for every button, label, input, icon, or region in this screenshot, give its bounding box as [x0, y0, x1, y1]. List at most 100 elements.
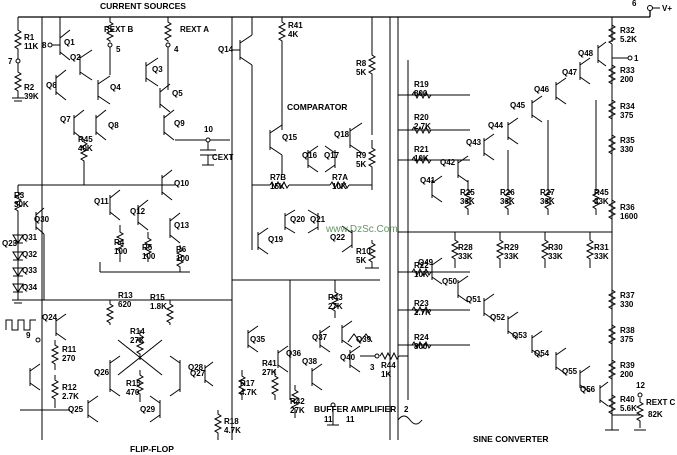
- resistor-value-r37: 330: [620, 300, 634, 309]
- transistor-label-q27: Q27: [190, 369, 206, 378]
- transistor-label-q39: Q39: [356, 335, 372, 344]
- pin-11b: 11: [346, 415, 355, 424]
- transistor-label-q51: Q51: [466, 295, 482, 304]
- resistor-value-r40: 5.6K: [620, 404, 637, 413]
- resistor-value-r21: 10K: [414, 154, 429, 163]
- resistor-value-r32: 5.2K: [620, 35, 637, 44]
- pin-9: 9: [26, 331, 31, 340]
- resistor-value-r35: 330: [620, 145, 634, 154]
- transistor-label-q56: Q56: [580, 385, 596, 394]
- resistor-value-r43: 27K: [328, 302, 343, 311]
- transistor-label-q10: Q10: [174, 179, 190, 188]
- section-flip-flop: FLIP-FLOP: [130, 444, 174, 454]
- resistor-name-r30: R30: [548, 243, 563, 252]
- transistor-label-q38: Q38: [302, 357, 318, 366]
- resistor-name-r38: R38: [620, 326, 635, 335]
- resistor-name-r13: R13: [118, 291, 133, 300]
- transistor-label-q15: Q15: [282, 133, 298, 142]
- transistor-label-q19: Q19: [268, 235, 284, 244]
- comparator-block: [231, 17, 380, 440]
- transistor-label-q46: Q46: [534, 85, 550, 94]
- resistor-value-r5: 100: [142, 252, 156, 261]
- resistor-value-r6: 100: [176, 254, 190, 263]
- transistor-label-q48: Q48: [578, 49, 594, 58]
- resistor-value-r31: 33K: [594, 252, 609, 261]
- transistor-label-q41: Q41: [420, 176, 436, 185]
- transistor-label-q13: Q13: [174, 221, 190, 230]
- label-vplus: V+: [662, 4, 672, 13]
- current-sources-block: [12, 17, 230, 440]
- resistor-name-r21: R21: [414, 145, 429, 154]
- label-rext-a: REXT A: [180, 25, 209, 34]
- resistor-name-r27: R27: [540, 188, 555, 197]
- resistor-name-r42: R42: [290, 397, 305, 406]
- resistor-value-r23: 2.7K: [414, 308, 431, 317]
- resistor-value-r8: 5K: [356, 68, 366, 77]
- resistor-value-r7b: 15K: [270, 182, 285, 191]
- pin-6: 6: [632, 0, 637, 8]
- resistor-value-r33: 200: [620, 75, 634, 84]
- resistor-value-r42: 27K: [290, 406, 305, 415]
- resistor-value-r24: 800: [414, 342, 428, 351]
- resistor-value-r2: 39K: [24, 92, 39, 101]
- resistor-value-r11: 270: [62, 354, 76, 363]
- transistor-label-q30: Q30: [34, 215, 50, 224]
- resistor-name-r33: R33: [620, 66, 635, 75]
- resistor-value-r38: 375: [620, 335, 634, 344]
- resistor-name-r20: R20: [414, 113, 429, 122]
- resistor-name-r22: R22: [414, 261, 429, 270]
- resistor-name-r45: R45: [78, 135, 93, 144]
- resistor-value-r41b: 27K: [262, 368, 277, 377]
- resistor-value-r12: 2.7K: [62, 392, 79, 401]
- section-buffer-amplifier: BUFFER AMPLIFIER: [314, 404, 396, 414]
- transistor-label-q24: Q24: [42, 313, 58, 322]
- transistor-label-q4: Q4: [110, 83, 121, 92]
- pin-8: 8: [42, 41, 47, 50]
- resistor-name-r4: R4: [114, 238, 125, 247]
- resistor-name-r36: R36: [620, 203, 635, 212]
- transistor-label-q17: Q17: [324, 151, 340, 160]
- resistor-value-r27: 33K: [540, 197, 555, 206]
- resistor-value-r39: 200: [620, 370, 634, 379]
- resistor-name-r29: R29: [504, 243, 519, 252]
- power-rail: [18, 5, 660, 18]
- resistor-value-r10: 5K: [356, 256, 366, 265]
- resistor-name-r12: R12: [62, 383, 77, 392]
- transistor-label-q23: Q23: [2, 239, 18, 248]
- transistor-label-q22: Q22: [330, 233, 346, 242]
- resistor-value-r44: 1K: [381, 370, 391, 379]
- resistor-name-r45b: R45: [594, 188, 609, 197]
- resistor-value-r20: 2.7K: [414, 122, 431, 131]
- resistor-value-r4: 100: [114, 247, 128, 256]
- transistor-label-q26: Q26: [94, 368, 110, 377]
- resistor-value-r45: 40K: [78, 144, 93, 153]
- pin-1: 1: [634, 54, 639, 63]
- sine-converter-block: [389, 17, 646, 440]
- resistor-name-r25: R25: [460, 188, 475, 197]
- resistor-name-r35: R35: [620, 136, 635, 145]
- label-rext-c-value: 82K: [648, 410, 663, 419]
- transistor-label-q50: Q50: [442, 277, 458, 286]
- transistor-label-q55: Q55: [562, 367, 578, 376]
- transistor-label-q16: Q16: [302, 151, 318, 160]
- resistor-name-r41: R41: [288, 21, 303, 30]
- resistor-name-r7b: R7B: [270, 173, 286, 182]
- transistor-label-q2: Q2: [70, 53, 81, 62]
- transistor-label-q32: Q32: [22, 250, 38, 259]
- transistor-label-q18: Q18: [334, 130, 350, 139]
- resistor-name-r6: R6: [176, 245, 187, 254]
- resistor-value-r14: 27K: [130, 336, 145, 345]
- resistor-value-r1: 11K: [24, 42, 38, 51]
- resistor-name-r9: R9: [356, 151, 367, 160]
- label-cext: CEXT: [212, 153, 233, 162]
- label-rext-b: REXT B: [104, 25, 134, 34]
- resistor-name-r15b: R15: [126, 379, 141, 388]
- resistor-name-r1: R1: [24, 33, 35, 42]
- resistor-value-r34: 375: [620, 111, 634, 120]
- transistor-label-q14: Q14: [218, 45, 234, 54]
- transistor-label-q1: Q1: [64, 38, 75, 47]
- transistor-label-q44: Q44: [488, 121, 504, 130]
- resistor-value-r22: 10K: [414, 270, 429, 279]
- resistor-value-r26: 33K: [500, 197, 515, 206]
